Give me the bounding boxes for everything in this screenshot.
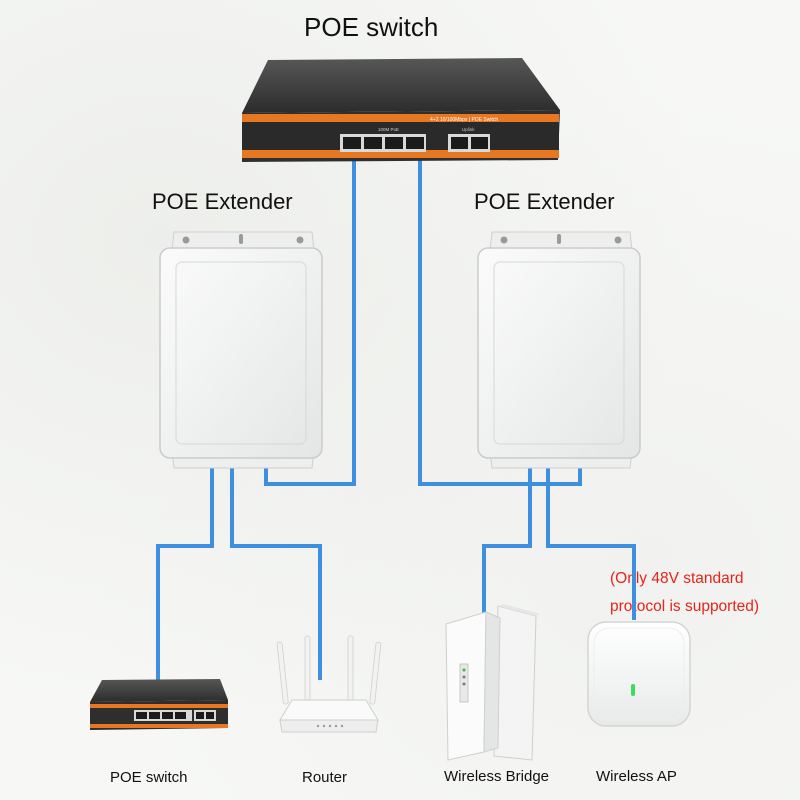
switch-ports-right <box>448 134 490 152</box>
wireless-ap-icon <box>587 621 691 727</box>
note-line-2: protocol is supported) <box>610 598 760 615</box>
note-line-1: (Only 48V standard <box>610 570 744 587</box>
router-icon <box>276 635 382 733</box>
page-title: POE switch <box>304 12 439 42</box>
switch-brand-text: 4+2 10/100Mbps | POE Switch <box>430 117 498 123</box>
switch-group-text-right: Uplink <box>462 127 475 132</box>
extender-right-label: POE Extender <box>474 189 615 214</box>
wireless-bridge-icon <box>445 604 540 761</box>
cable-right-extender-to-bridge <box>482 464 532 618</box>
device-label-poe-switch: POE switch <box>110 769 188 786</box>
device-label-wireless-bridge: Wireless Bridge <box>444 768 550 785</box>
cable-group <box>156 160 636 680</box>
cable-left-extender-to-router <box>230 464 322 680</box>
extender-left-label: POE Extender <box>152 189 293 214</box>
poe-switch-icon <box>90 679 228 730</box>
main-poe-switch: 100M PoE Uplink 4+2 10/100Mbps | POE Swi… <box>242 58 560 162</box>
switch-ports-left <box>340 134 426 152</box>
device-label-wireless-ap: Wireless AP <box>596 768 677 785</box>
poe-extender-left <box>159 231 323 469</box>
device-label-router: Router <box>302 769 348 786</box>
poe-extender-right <box>477 231 641 469</box>
cable-switch-to-left-extender <box>264 160 356 486</box>
cable-switch-to-right-extender <box>418 160 582 486</box>
cable-left-extender-to-poe-switch <box>156 464 214 680</box>
switch-group-text-left: 100M PoE <box>378 127 399 132</box>
cable-right-extender-to-ap <box>546 464 636 620</box>
